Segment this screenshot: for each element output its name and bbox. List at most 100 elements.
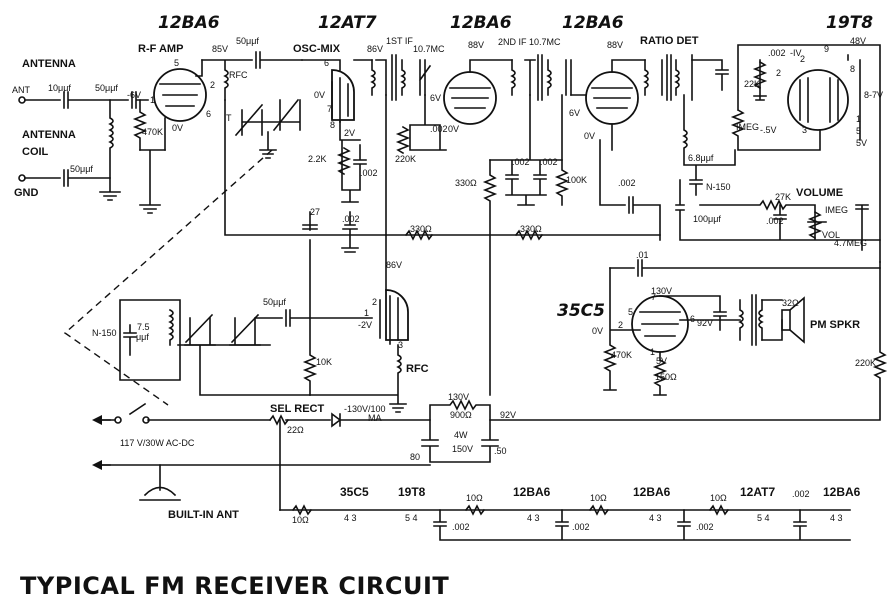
- heater-35c5: 35C5: [340, 485, 369, 499]
- osc-pin7: 7: [327, 104, 332, 114]
- t8-22k: 22K: [744, 79, 760, 89]
- 19t8-network: [730, 44, 881, 263]
- label-1st-if-freq: 10.7MC: [413, 44, 445, 54]
- osc-uuf: μμf: [136, 332, 149, 342]
- rect-output-label: -130V/100: [344, 404, 386, 414]
- cap-10uuf-label: 10μμf: [48, 83, 71, 93]
- label-ant-terminal: ANT: [12, 85, 31, 95]
- osc-c002: .002: [360, 168, 378, 178]
- page-title: TYPICAL FM RECEIVER CIRCUIT: [20, 572, 449, 600]
- trimmer-t-label: T: [226, 113, 232, 123]
- power-switch-icon[interactable]: [114, 416, 122, 424]
- a35-pin5: 5: [628, 307, 633, 317]
- heater-pins-12at7: 5 4: [757, 513, 770, 523]
- ratio-det-n150: N-150: [706, 182, 731, 192]
- label-pm-spkr: PM SPKR: [810, 319, 860, 331]
- heater-12at7: 12AT7: [740, 485, 775, 499]
- label-osc-mix: OSC-MIX: [293, 43, 341, 55]
- r220k-feedback-wire: [489, 261, 888, 421]
- label-rf-amp: R-F AMP: [138, 43, 183, 55]
- heater-c002-d: .002: [792, 489, 810, 499]
- a35-0v: 0V: [592, 326, 603, 336]
- output-transformer-icon: [738, 294, 783, 346]
- ant-terminal-icon[interactable]: [18, 96, 26, 104]
- label-2nd-if: 2ND IF 10.7MC: [498, 37, 561, 47]
- resistor-100k-icon: [554, 94, 570, 206]
- tube-if1-name: 12BA6: [450, 13, 512, 33]
- tube-if2-name: 12BA6: [562, 13, 624, 33]
- rf-pin6: 6: [206, 109, 211, 119]
- power-900-ohm: 900Ω: [450, 410, 472, 420]
- osc-0v: 0V: [314, 90, 325, 100]
- tube-osc-lower-icon: [379, 289, 409, 345]
- osc-pin8: 8: [330, 120, 335, 130]
- osc-lower-wires: [309, 234, 407, 413]
- ratio-det-6p8uuf: 6.8μμf: [688, 153, 714, 163]
- t8-grid-pin: 2: [776, 68, 781, 78]
- vol-100uuf: 100μμf: [693, 214, 721, 224]
- resistor-2k2-icon: [336, 146, 352, 176]
- if1-88v: 88V: [468, 40, 484, 50]
- cap-50uuf-b-label: 50μμf: [70, 164, 93, 174]
- a35-150: 150Ω: [655, 372, 677, 382]
- tube-if2-icon: [585, 71, 639, 125]
- resistor-10k-label: 10K: [316, 357, 332, 367]
- tube-35c5-icon: [631, 295, 689, 353]
- volume-network: [675, 179, 881, 251]
- heater-c002-b: .002: [572, 522, 590, 532]
- a35-pin6: 6: [690, 314, 695, 324]
- built-in-antenna-icon: [139, 464, 181, 501]
- cap-50uuf-c-label: 50μμf: [236, 36, 259, 46]
- osc-lower-neg2v: -2V: [358, 320, 372, 330]
- if1-plate-wire: [469, 59, 513, 73]
- arrow-stubs: [94, 419, 111, 466]
- vol-vol: VOL: [822, 230, 840, 240]
- tube-rf-amp-name: 12BA6: [158, 13, 220, 33]
- gang-link-dashed: [63, 149, 273, 406]
- a35-130v: 130V: [651, 286, 672, 296]
- gnd-terminal-icon[interactable]: [18, 174, 26, 182]
- a35-pin1: 1: [650, 347, 655, 357]
- resistor-330-c-label: 330Ω: [455, 178, 477, 188]
- label-ratio-det: RATIO DET: [640, 35, 699, 47]
- tube-osc-mix-name: 12AT7: [318, 13, 377, 33]
- tube-rf-amp-icon: [153, 59, 207, 151]
- resistor-470k-label: 470K: [142, 127, 163, 137]
- label-gnd: GND: [14, 187, 39, 199]
- osc-lower-pin2: 2: [372, 297, 377, 307]
- if2-88v: 88V: [607, 40, 623, 50]
- cap-6p8-icon: [689, 165, 703, 196]
- t8-pin8: 8: [850, 64, 855, 74]
- tube-osc-mix-icon: [331, 69, 355, 123]
- label-antenna-coil-1: ANTENNA: [22, 129, 76, 141]
- if1-c002: .002: [430, 124, 448, 134]
- heater-r10-a: 10Ω: [292, 515, 309, 525]
- r220k-right: 220K: [855, 358, 876, 368]
- heater-resistors-icons: [291, 504, 730, 516]
- heater-pins-12ba6-c: 4 3: [830, 513, 843, 523]
- t8-c002: .002: [768, 48, 786, 58]
- cap-01-label: .01: [636, 250, 649, 260]
- rf-pin5: 5: [174, 58, 179, 68]
- resistor-22-label: 22Ω: [287, 425, 304, 435]
- ratio-det-transformer-icon: [643, 54, 729, 101]
- resistor-22k-icon: [752, 60, 768, 90]
- heater-12ba6-a: 12BA6: [513, 485, 551, 499]
- power-switch-contact-icon: [142, 416, 150, 424]
- heater-pins-35c5: 4 3: [344, 513, 357, 523]
- osc-7-5: 7.5: [137, 322, 150, 332]
- tube-19t8-icon: [787, 69, 849, 131]
- heater-r10-d: 10Ω: [710, 493, 727, 503]
- if2-c002-b: .002: [540, 157, 558, 167]
- heater-12ba6-b: 12BA6: [633, 485, 671, 499]
- heater-c002-c: .002: [696, 522, 714, 532]
- heater-pins-19t8: 5 4: [405, 513, 418, 523]
- audio-stage-wires: [602, 267, 741, 396]
- power-4w: 4W: [454, 430, 468, 440]
- heater-r10-b: 10Ω: [466, 493, 483, 503]
- heater-c002-a: .002: [452, 522, 470, 532]
- osc-plate-wire: [341, 59, 387, 253]
- ant-input-wire: [24, 91, 149, 109]
- cap-002-b: .002: [342, 214, 360, 224]
